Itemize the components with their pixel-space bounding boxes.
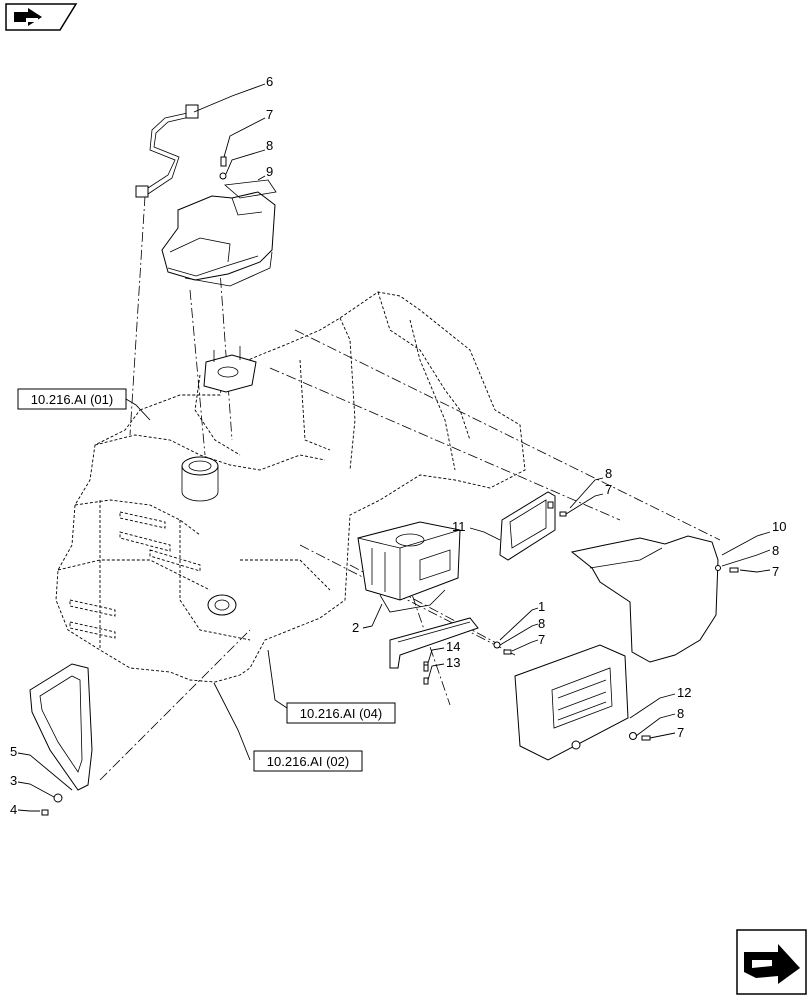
previous-page-arrow-icon[interactable] (5, 3, 78, 31)
lower-bracket (389, 617, 479, 670)
callout-9: 9 (266, 164, 273, 179)
callout-7: 7 (538, 632, 545, 647)
callout-8: 8 (772, 543, 779, 558)
callout-4: 4 (10, 802, 17, 817)
callout-7: 7 (772, 564, 779, 579)
reference-box-02[interactable]: 10.216.AI (02) (253, 750, 363, 772)
access-panel (514, 644, 651, 761)
control-box (357, 521, 461, 613)
callout-12: 12 (677, 685, 691, 700)
callout-13: 13 (446, 655, 460, 670)
assembly-centerlines (99, 195, 721, 781)
callout-labels: 1 2 3 4 5 6 7 7 7 7 7 8 8 8 8 8 9 10 11 … (10, 74, 786, 817)
callout-5: 5 (10, 744, 17, 759)
leader-lines (17, 83, 771, 812)
callout-14: 14 (446, 639, 460, 654)
gasket (29, 663, 93, 816)
callout-8: 8 (538, 616, 545, 631)
reference-label: 10.216.AI (04) (300, 706, 382, 721)
callout-10: 10 (772, 519, 786, 534)
callout-3: 3 (10, 773, 17, 788)
callout-8: 8 (266, 138, 273, 153)
breather-tube (135, 104, 199, 198)
reference-label: 10.216.AI (02) (267, 754, 349, 769)
side-panel (570, 535, 739, 663)
next-page-arrow-icon[interactable] (736, 929, 807, 995)
callout-7: 7 (605, 482, 612, 497)
callout-7: 7 (266, 107, 273, 122)
callout-1: 1 (538, 599, 545, 614)
fasteners (423, 641, 512, 685)
callout-11: 11 (452, 519, 466, 534)
reference-box-04[interactable]: 10.216.AI (04) (286, 702, 396, 724)
callout-8: 8 (677, 706, 684, 721)
callout-7: 7 (677, 725, 684, 740)
reference-box-01[interactable]: 10.216.AI (01) (17, 388, 127, 410)
callout-6: 6 (266, 74, 273, 89)
fuel-tank (55, 291, 526, 683)
upper-cover (161, 179, 277, 287)
callout-8: 8 (605, 466, 612, 481)
mounting-plate (499, 491, 567, 561)
cover-screw (219, 156, 227, 180)
reference-label: 10.216.AI (01) (31, 392, 113, 407)
callout-2: 2 (352, 620, 359, 635)
